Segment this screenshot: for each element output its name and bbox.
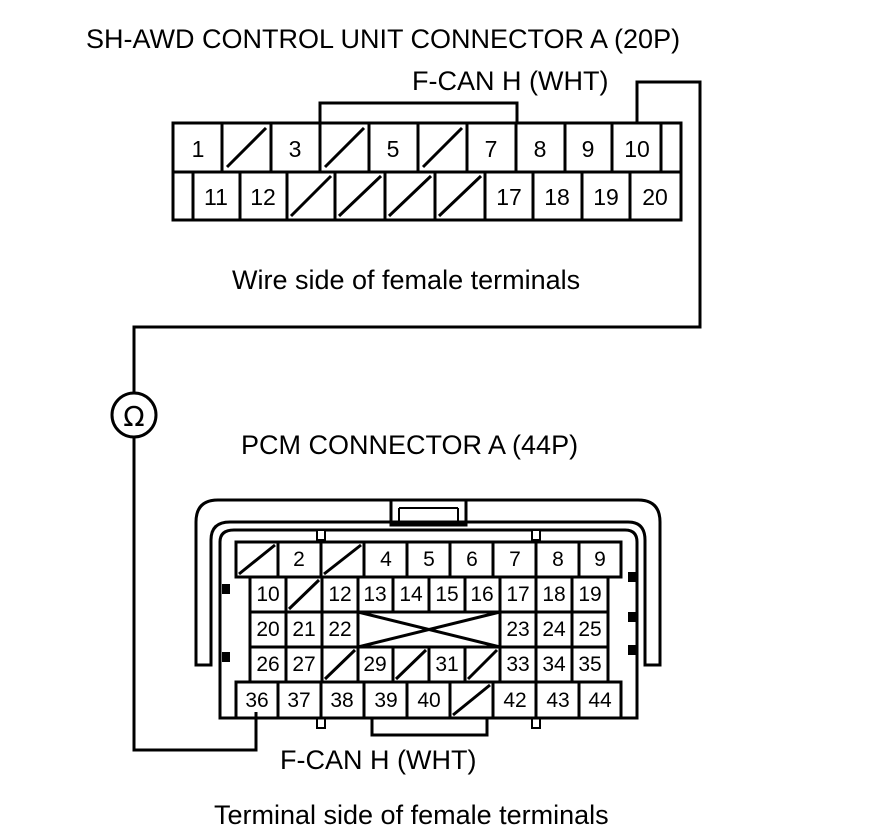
pin-label: 5 (423, 548, 435, 571)
pin-label: 39 (374, 689, 397, 712)
pin-label: 43 (546, 689, 569, 712)
pin-label: 44 (588, 689, 612, 712)
pin-label: 8 (534, 136, 547, 162)
pin-label: 8 (552, 548, 564, 571)
pin-label: 26 (256, 653, 279, 676)
pcm-row5-labels: 36 37 38 39 40 42 43 44 (245, 689, 612, 712)
pcm-row1-labels: 2 4 5 6 7 8 9 (293, 548, 606, 571)
connector-a-row2-labels: 11 12 17 18 19 20 (204, 184, 668, 210)
pin-label: 29 (363, 653, 386, 676)
connector-a-title: SH-AWD CONTROL UNIT CONNECTOR A (20P) (86, 24, 680, 54)
pin-label: 19 (593, 184, 619, 210)
connector-a-row2-grid (191, 172, 632, 220)
pin-label: 31 (435, 653, 458, 676)
pcm-top-lock (389, 498, 468, 527)
pin-label: 13 (363, 583, 386, 606)
pin-label: 37 (287, 689, 310, 712)
connector-a-empty-cavities (225, 126, 483, 218)
connector-a-view-caption: Wire side of female terminals (232, 265, 580, 295)
pin-label: 11 (204, 184, 228, 210)
pin-label: 42 (503, 689, 526, 712)
pin-label: 40 (417, 689, 440, 712)
pin-label: 27 (292, 653, 315, 676)
pin-label: 6 (466, 548, 478, 571)
pin-label: 14 (399, 583, 423, 606)
pin-label: 21 (292, 618, 315, 641)
connector-a-row1-grid (220, 123, 663, 172)
pin-label: 19 (578, 583, 601, 606)
connector-a-latch (318, 101, 519, 123)
pin-label: 3 (289, 136, 302, 162)
pin-label: 15 (435, 583, 458, 606)
ohmmeter-icon (110, 391, 158, 439)
pin-label: 9 (582, 136, 595, 162)
pin-label: 38 (330, 689, 353, 712)
pin-label: 22 (328, 618, 351, 641)
pin-label: 17 (506, 583, 529, 606)
pin-label: 36 (245, 689, 268, 712)
pcm-view-caption: Terminal side of female terminals (214, 800, 609, 830)
pin-label: 35 (578, 653, 601, 676)
pin-label: 18 (542, 583, 565, 606)
pcm-bottom-lock (370, 718, 489, 737)
pin-label: 12 (328, 583, 351, 606)
ohm-symbol: Ω (123, 400, 144, 433)
pcm-shroud (194, 498, 662, 667)
pin-label: 5 (387, 136, 400, 162)
connector-a-wire-label: F-CAN H (WHT) (412, 66, 608, 96)
pin-label: 7 (485, 136, 498, 162)
pcm-wire-label: F-CAN H (WHT) (280, 745, 476, 775)
pin-label: 12 (250, 184, 276, 210)
pin-label: 16 (470, 583, 493, 606)
pcm-row2-labels: 10 12 13 14 15 16 17 18 19 (256, 583, 601, 606)
ohmmeter: Ω (110, 391, 158, 439)
pin-label: 1 (192, 136, 205, 162)
test-lead-lower (132, 437, 258, 752)
pin-label: 18 (544, 184, 570, 210)
pcm-title: PCM CONNECTOR A (44P) (241, 430, 578, 460)
pcm-row5 (234, 680, 623, 720)
pcm-row3-labels: 20 21 22 23 24 25 (256, 618, 601, 641)
pin-label: 24 (542, 618, 566, 641)
pin-label: 10 (256, 583, 279, 606)
pcm-row4-labels: 26 27 29 31 33 34 35 (256, 653, 601, 676)
pin-label: 17 (496, 184, 522, 210)
pin-label: 25 (578, 618, 601, 641)
pin-label: 4 (380, 548, 392, 571)
pin-label: 33 (506, 653, 529, 676)
pin-label: 23 (506, 618, 529, 641)
pin-label: 34 (542, 653, 566, 676)
pin-label: 7 (509, 548, 521, 571)
pcm-rows-2-4 (248, 575, 610, 684)
connector-a-row1-labels: 1 3 5 7 8 9 10 (192, 136, 650, 162)
pin-label: 10 (624, 136, 650, 162)
pin-label: 20 (256, 618, 279, 641)
pcm-body (218, 528, 639, 720)
test-lead-upper (132, 80, 702, 393)
pin-label: 9 (594, 548, 606, 571)
pin-label: 2 (293, 548, 305, 571)
pin-label: 20 (642, 184, 668, 210)
